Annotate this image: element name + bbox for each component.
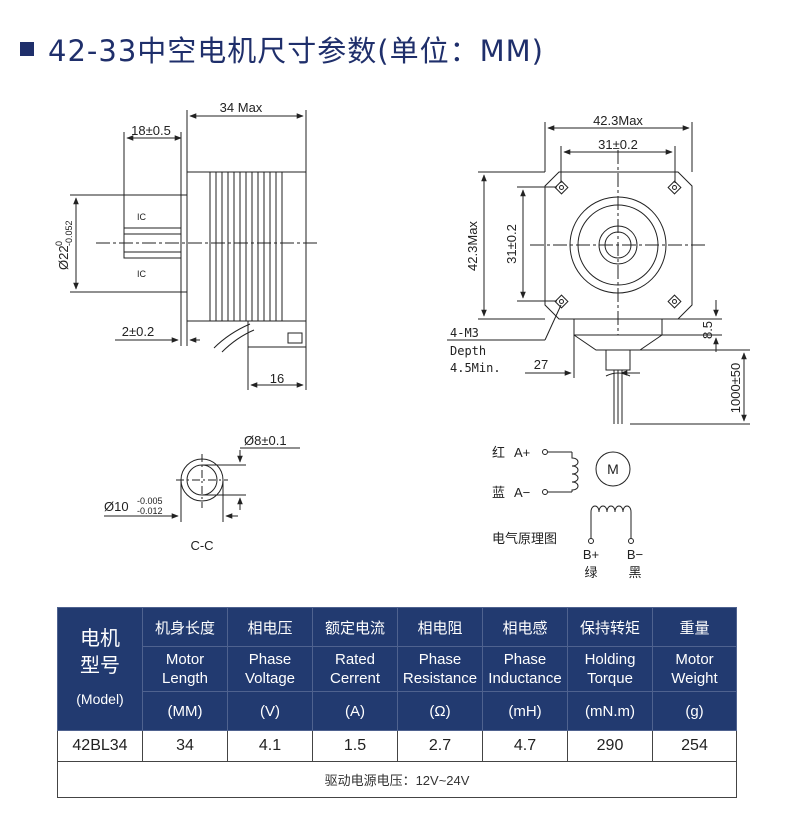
header-unit-inductance: (mH) — [482, 691, 568, 731]
screw-note-2: Depth — [450, 344, 486, 358]
header-zh-inductance: 相电感 — [482, 607, 568, 647]
header-zh-resistance: 相电阻 — [397, 607, 483, 647]
svg-text:Ø22: Ø22 — [56, 245, 71, 270]
front-view — [447, 122, 750, 425]
cell-length: 34 — [142, 730, 228, 762]
title-square-icon — [20, 42, 34, 56]
motor-symbol-icon — [595, 451, 631, 487]
dim-outer-diameter: Ø10 -0.005 -0.012 — [104, 496, 163, 516]
screw-hole-br — [667, 294, 682, 309]
svg-text:0: 0 — [54, 241, 64, 246]
dim-hole-pitch-h: 31±0.2 — [504, 224, 519, 264]
cell-weight: 254 — [652, 730, 737, 762]
spec-table: 电机 型号 (Model) 机身长度 相电压 额定电流 相电阻 相电感 保持转矩… — [57, 607, 737, 798]
header-zh-current: 额定电流 — [312, 607, 398, 647]
dim-body-height-max: 42.3Max — [465, 221, 480, 271]
coil-a-icon — [571, 452, 579, 492]
cell-current: 1.5 — [312, 730, 398, 762]
ic-label-bottom: IC — [137, 269, 147, 279]
svg-text:-0.012: -0.012 — [137, 506, 163, 516]
header-zh-length: 机身长度 — [142, 607, 228, 647]
header-unit-length: (MM) — [142, 691, 228, 731]
cell-torque: 290 — [567, 730, 653, 762]
schematic-caption: 电气原理图 — [492, 531, 557, 546]
cell-inductance: 4.7 — [482, 730, 568, 762]
wire-a-plus: A+ — [514, 445, 530, 460]
dim-cable-offset: 27 — [534, 357, 548, 372]
header-model: 电机 型号 (Model) — [57, 607, 143, 731]
screw-hole-tl — [554, 180, 569, 195]
wire-color-red: 红 — [492, 445, 505, 460]
svg-text:-0.005: -0.005 — [137, 496, 163, 506]
page-title: 42-33中空电机尺寸参数(单位：MM) — [48, 34, 544, 68]
dim-cable-box-height: 8.5 — [700, 321, 715, 339]
section-caption: C-C — [190, 538, 213, 553]
wire-b-minus: B− — [627, 547, 643, 562]
header-unit-weight: (g) — [652, 691, 737, 731]
page-title-block: 42-33中空电机尺寸参数(单位：MM) — [20, 24, 544, 74]
section-view — [104, 447, 300, 522]
wiring-schematic — [542, 449, 634, 544]
header-zh-weight: 重量 — [652, 607, 737, 647]
coil-b-icon — [590, 505, 632, 525]
dim-flange: 2±0.2 — [122, 324, 154, 339]
dim-shaft-length: 18±0.5 — [131, 123, 171, 138]
ic-label-top: IC — [137, 212, 147, 222]
wire-color-black: 黑 — [628, 565, 641, 580]
dim-connector: 16 — [270, 371, 284, 386]
header-zh-torque: 保持转矩 — [567, 607, 653, 647]
dim-lead-length: 1000±50 — [728, 363, 743, 414]
motor-symbol-label: M — [607, 461, 619, 477]
table-row: 42BL34 34 4.1 1.5 2.7 4.7 290 254 — [57, 730, 737, 762]
wire-a-minus: A− — [514, 485, 530, 500]
header-unit-resistance: (Ω) — [397, 691, 483, 731]
dim-length-max: 34 Max — [220, 100, 263, 115]
dimension-drawing: 34 Max 18±0.5 2±0.2 16 IC IC Ø22 0 -0.05… — [54, 100, 750, 580]
screw-note-3: 4.5Min. — [450, 361, 501, 375]
wire-color-blue: 蓝 — [492, 485, 505, 500]
cell-model: 42BL34 — [57, 730, 143, 762]
svg-text:-0.052: -0.052 — [64, 220, 74, 246]
screw-hole-tr — [667, 180, 682, 195]
supply-voltage-note: 驱动电源电压：12V~24V — [57, 761, 737, 798]
dim-inner-diameter: Ø8±0.1 — [244, 433, 287, 448]
dim-body-width-max: 42.3Max — [593, 113, 643, 128]
cell-resistance: 2.7 — [397, 730, 483, 762]
side-view — [70, 110, 320, 390]
dim-pilot-diameter: Ø22 0 -0.052 — [54, 220, 74, 270]
wire-b-plus: B+ — [583, 547, 599, 562]
svg-text:Ø10: Ø10 — [104, 499, 129, 514]
header-zh-voltage: 相电压 — [227, 607, 313, 647]
header-unit-torque: (mN.m) — [567, 691, 653, 731]
dim-hole-pitch-w: 31±0.2 — [598, 137, 638, 152]
wire-color-green: 绿 — [584, 565, 597, 580]
cell-voltage: 4.1 — [227, 730, 313, 762]
screw-hole-bl — [554, 294, 569, 309]
screw-note-1: 4-M3 — [450, 326, 479, 340]
header-unit-current: (A) — [312, 691, 398, 731]
header-unit-voltage: (V) — [227, 691, 313, 731]
